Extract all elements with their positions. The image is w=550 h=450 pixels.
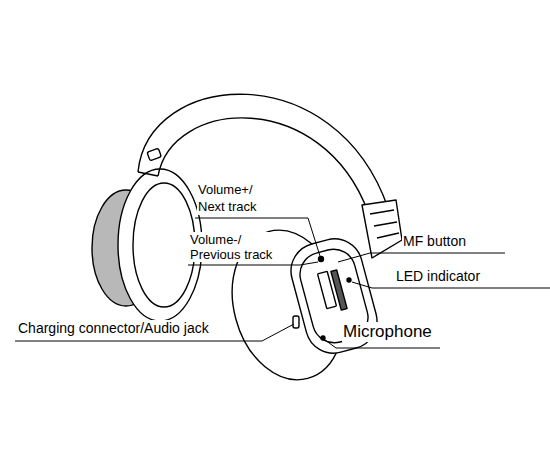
left-cushion-inner (133, 183, 195, 307)
part-label: Volume-/ Previous track (189, 232, 283, 262)
led-dot (347, 278, 351, 282)
headband-end (138, 172, 158, 176)
charging-port (293, 316, 299, 328)
leader-line (338, 253, 505, 262)
right-yoke (362, 200, 402, 258)
brand-mark (331, 270, 347, 310)
hinge (147, 148, 161, 161)
part-label: LED indicator (395, 268, 481, 284)
part-label: Volume+/ Next track (197, 181, 279, 215)
yoke-ribs (370, 210, 399, 238)
microphone-hole (321, 336, 325, 340)
leader-line (188, 262, 318, 265)
part-label: Microphone (342, 322, 433, 342)
volume-button (319, 257, 324, 262)
part-label: Charging connector/Audio jack (17, 320, 210, 336)
part-label: MF button (402, 233, 467, 249)
